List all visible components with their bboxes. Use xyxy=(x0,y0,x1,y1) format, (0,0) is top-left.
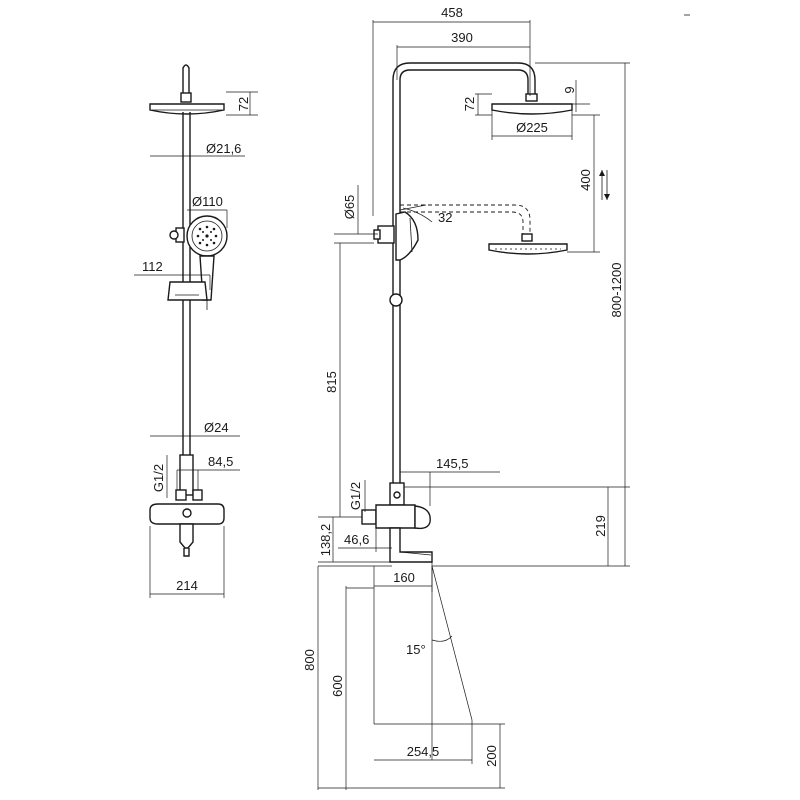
dim-254-5: 254,5 xyxy=(407,744,440,759)
riser-top-pipe xyxy=(182,64,190,95)
lowered-arm-dashed xyxy=(400,204,531,234)
dim-214: 214 xyxy=(176,578,198,593)
dim-72-front: 72 xyxy=(236,97,251,111)
side-overhead-head xyxy=(491,103,573,115)
dim-200: 200 xyxy=(484,745,499,767)
side-hand-shower xyxy=(395,211,419,261)
dim-46-6: 46,6 xyxy=(344,532,369,547)
dim-390: 390 xyxy=(451,30,473,45)
side-support-knob xyxy=(389,293,403,307)
dim-160: 160 xyxy=(393,570,415,585)
overhead-shower-head xyxy=(149,103,225,115)
dim-9: 9 xyxy=(562,86,577,93)
side-mixer-body xyxy=(375,504,416,529)
dim-145-5: 145,5 xyxy=(436,456,469,471)
dim-32: 32 xyxy=(438,210,452,225)
dim-458: 458 xyxy=(441,5,463,20)
g12-side: G1/2 xyxy=(348,482,363,510)
lower-bracket xyxy=(167,281,208,301)
side-mixer-lever xyxy=(414,505,431,530)
dim-815: 815 xyxy=(324,371,339,393)
side-view: 458 390 72 9 Ø225 400 8 xyxy=(302,5,630,790)
water-stream-line xyxy=(431,565,473,721)
lowered-overhead-head xyxy=(488,243,568,255)
g12-front: G1/2 xyxy=(151,464,166,492)
dim-24: Ø24 xyxy=(204,420,229,435)
hand-shower-nozzles xyxy=(196,225,218,247)
front-view: 72 Ø21,6 Ø110 112 Ø24 G1/2 84,5 214 xyxy=(134,64,258,598)
dim-15-deg: 15° xyxy=(406,642,426,657)
dim-110: Ø110 xyxy=(192,194,223,209)
dim-65: Ø65 xyxy=(342,195,357,220)
dim-84-5: 84,5 xyxy=(208,454,233,469)
dim-800: 800 xyxy=(302,649,317,671)
dim-800-1200: 800-1200 xyxy=(609,263,624,318)
dim-219: 219 xyxy=(593,515,608,537)
shower-arm-inner xyxy=(399,69,529,94)
side-spout xyxy=(389,527,433,563)
shower-arm-outer xyxy=(392,62,536,94)
dim-72-side: 72 xyxy=(462,97,477,111)
dim-600: 600 xyxy=(330,675,345,697)
mixer-spout xyxy=(179,523,194,549)
dim-21-6: Ø21,6 xyxy=(206,141,241,156)
head-connector xyxy=(180,92,192,103)
dim-400: 400 xyxy=(578,169,593,191)
dim-225: Ø225 xyxy=(516,120,548,135)
mixer-connection xyxy=(179,454,194,496)
dim-112: 112 xyxy=(142,259,163,274)
dim-138-2: 138,2 xyxy=(318,524,333,557)
height-adjust-arrows-icon xyxy=(599,170,610,200)
